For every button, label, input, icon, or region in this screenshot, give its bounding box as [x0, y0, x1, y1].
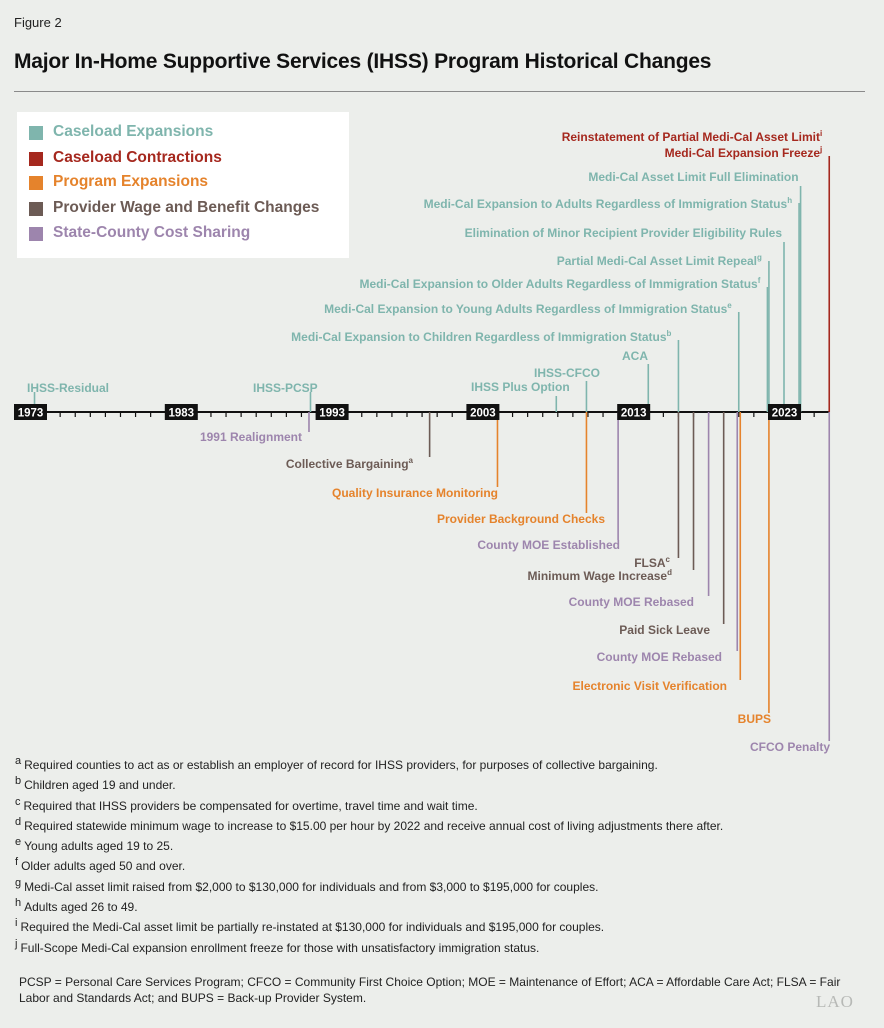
figure-label: Figure 2 — [14, 15, 62, 30]
footnote-text: Older adults aged 50 and over. — [21, 859, 186, 874]
legend-swatch — [29, 202, 43, 216]
event-label: Provider Background Checks — [437, 512, 605, 526]
year-label: 1973 — [18, 408, 44, 420]
legend-label: Provider Wage and Benefit Changes — [53, 199, 320, 216]
year-label-box — [164, 404, 198, 420]
footnote-marker: i — [820, 129, 822, 138]
footnote-marker: f — [758, 276, 761, 285]
event-label: Medi-Cal Expansion to Older Adults Regar… — [359, 276, 760, 291]
legend-swatch — [29, 152, 43, 166]
event-label: BUPS — [738, 712, 771, 726]
event-label: County MOE Rebased — [597, 650, 722, 664]
event-label: Medi-Cal Expansion to Adults Regardless … — [424, 196, 793, 211]
event-label: Quality Insurance Monitoring — [332, 486, 498, 500]
event-label: County MOE Established — [477, 538, 620, 552]
footnote-marker: b — [667, 329, 672, 338]
year-label-box — [768, 404, 801, 420]
year-label-box — [315, 404, 349, 420]
footnote-text: Children aged 19 and under. — [24, 778, 176, 793]
event-label: Electronic Visit Verification — [573, 679, 728, 693]
event-label: IHSS-CFCO — [534, 366, 600, 380]
footnote-mark: g — [15, 876, 22, 889]
footnote-text: Required counties to act as or establish… — [24, 758, 658, 772]
footnote-marker: j — [819, 145, 822, 154]
event-label: Medi-Cal Expansion to Young Adults Regar… — [324, 301, 732, 316]
footnote-mark: c — [15, 795, 21, 808]
event-label: County MOE Rebased — [569, 595, 694, 609]
footnote-text: Required statewide minimum wage to incre… — [24, 818, 724, 833]
event-label: IHSS-PCSP — [253, 381, 318, 395]
event-label: Medi-Cal Expansion to Children Regardles… — [291, 329, 671, 344]
event-label: Reinstatement of Partial Medi-Cal Asset … — [562, 129, 823, 144]
event-label: Paid Sick Leave — [619, 623, 710, 637]
footnote-text: Required that IHSS providers be compensa… — [23, 798, 478, 813]
title-divider — [14, 91, 865, 92]
event-label: IHSS Plus Option — [471, 380, 570, 394]
event-label: ACA — [622, 349, 648, 363]
footnote-mark: h — [15, 897, 22, 910]
footnote-mark: i — [15, 917, 18, 930]
legend-swatch — [29, 126, 43, 140]
event-label: IHSS-Residual — [27, 381, 109, 395]
footnote-marker: e — [727, 301, 732, 310]
footnote-text: Medi-Cal asset limit raised from $2,000 … — [24, 879, 599, 894]
year-label: 1993 — [319, 408, 345, 420]
year-label: 2013 — [621, 408, 647, 420]
legend-label: State-County Cost Sharing — [53, 224, 251, 241]
legend-swatch — [29, 227, 43, 241]
footnote-text: Required the Medi-Cal asset limit be par… — [20, 920, 605, 935]
event-label: 1991 Realignment — [200, 430, 302, 444]
lao-logo: LAO — [816, 992, 854, 1011]
event-label: Elimination of Minor Recipient Provider … — [465, 226, 783, 240]
footnote-marker: c — [666, 555, 671, 564]
event-label: CFCO Penalty — [750, 740, 830, 754]
event-label: Partial Medi-Cal Asset Limit Repealg — [557, 253, 762, 268]
event-label: Medi-Cal Expansion Freezej — [665, 145, 823, 160]
footnote-marker: g — [757, 253, 762, 262]
event-label: Medi-Cal Asset Limit Full Elimination — [588, 170, 798, 184]
event-label: FLSAc — [634, 555, 670, 570]
footnote-text: Young adults aged 19 to 25. — [24, 839, 174, 854]
year-label: 1983 — [169, 408, 195, 420]
footnote-mark: b — [15, 775, 22, 788]
year-label: 2003 — [470, 408, 496, 420]
footnote-marker: h — [787, 196, 792, 205]
footnote-mark: j — [15, 937, 18, 950]
abbreviations-note: PCSP = Personal Care Services Program; C… — [19, 975, 841, 1005]
footnote-text: Adults aged 26 to 49. — [24, 900, 138, 915]
legend: Caseload Expansions Caseload Contraction… — [17, 112, 349, 258]
legend-label: Program Expansions — [53, 173, 209, 190]
year-label-box — [466, 404, 500, 420]
event-label: Collective Bargaininga — [286, 456, 414, 471]
footnote-mark: e — [15, 836, 22, 849]
year-label-box — [14, 404, 47, 420]
footnote-mark: a — [15, 755, 22, 767]
footnote-mark: d — [15, 815, 22, 828]
legend-label: Caseload Contractions — [53, 149, 222, 166]
footnote-mark: f — [15, 856, 19, 869]
footnote-text: Full-Scope Medi-Cal expansion enrollment… — [20, 940, 540, 955]
year-label-box — [617, 404, 651, 420]
year-label: 2023 — [772, 408, 798, 420]
footnote-marker: a — [409, 456, 414, 465]
timeline-diagram: 1973 1983 1993 2003 2013 2023 IHSS-Residual IHS… — [14, 129, 830, 754]
event-label: Minimum Wage Increased — [528, 568, 673, 583]
legend-label: Caseload Expansions — [53, 123, 214, 140]
footnote-marker: d — [667, 568, 672, 577]
page-title: Major In-Home Supportive Services (IHSS)… — [14, 50, 712, 73]
legend-swatch — [29, 176, 43, 190]
